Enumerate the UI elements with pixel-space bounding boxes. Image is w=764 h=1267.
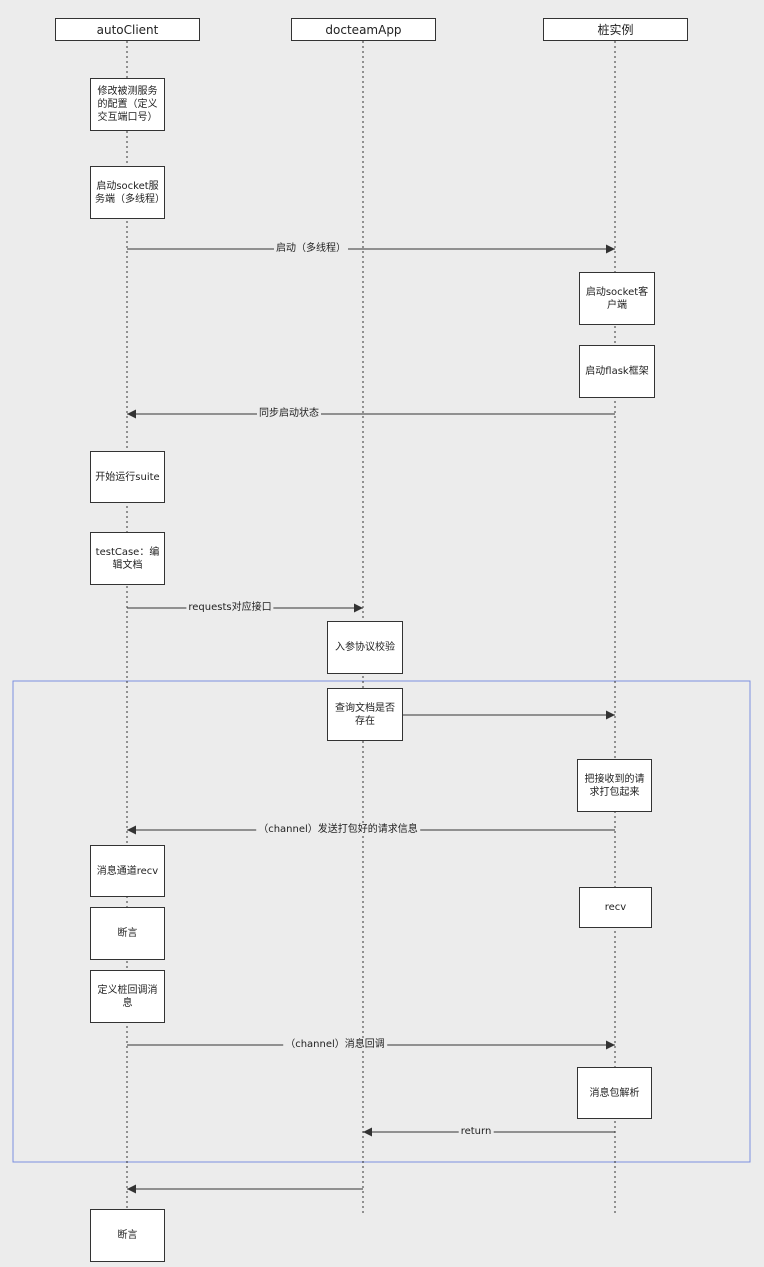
message-label-start-multithread: 启动（多线程） [274, 243, 348, 255]
message-label-requests-interface: requests对应接口 [186, 602, 274, 614]
activation-query-document: 查询文档是否存在 [327, 688, 403, 741]
activation-assert-1: 断言 [90, 907, 165, 960]
loop-frame [12, 680, 751, 1163]
activation-param-check: 入参协议校验 [327, 621, 403, 674]
activation-start-socket-client: 启动socket客户端 [579, 272, 655, 325]
activation-define-stub-callback: 定义桩回调消息 [90, 970, 165, 1023]
activation-testcase-edit: testCase：编辑文档 [90, 532, 165, 585]
message-label-return: return [458, 1126, 494, 1138]
activation-assert-2: 断言 [90, 1209, 165, 1262]
message-label-channel-callback: （channel）消息回调 [283, 1039, 387, 1051]
activation-recv: recv [579, 887, 652, 928]
activation-pack-request: 把接收到的请求打包起来 [577, 759, 652, 812]
activation-start-socket-server: 启动socket服务端（多线程） [90, 166, 165, 219]
activation-start-suite: 开始运行suite [90, 451, 165, 503]
message-label-channel-send: （channel）发送打包好的请求信息 [256, 824, 420, 836]
activation-modify-config: 修改被测服务的配置（定义交互端口号） [90, 78, 165, 131]
activation-channel-recv: 消息通道recv [90, 845, 165, 897]
activation-parse-message: 消息包解析 [577, 1067, 652, 1119]
participant-autoClient: autoClient [55, 18, 200, 41]
activation-start-flask: 启动flask框架 [579, 345, 655, 398]
participant-stub: 桩实例 [543, 18, 688, 41]
participant-docteamApp: docteamApp [291, 18, 436, 41]
message-label-sync-start-status: 同步启动状态 [257, 408, 321, 420]
